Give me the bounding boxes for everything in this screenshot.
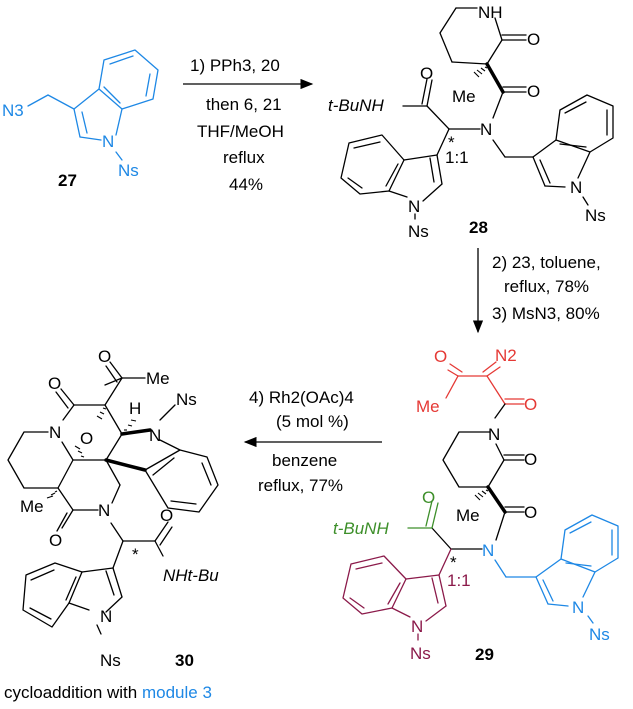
bridge-o-label: O [80,429,93,448]
indole-n-label: N [102,132,114,151]
ns-right: Ns [585,206,606,225]
step1-then: then 6, 21 [206,95,282,114]
step4-loading: (5 mol %) [276,412,349,431]
step4-catalyst: 4) Rh2(OAc)4 [249,388,354,407]
step2-yield: reflux, 78% [504,277,589,296]
arrow-step-4: 4) Rh2(OAc)4 (5 mol %) benzene reflux, 7… [243,388,382,495]
acetyl-me-label: Me [146,369,170,388]
indole-n-left: N [408,197,420,216]
step3-reagents: 3) MsN3, 80% [492,304,600,323]
h-label: H [129,399,141,418]
ratio-label-29: 1:1 [447,571,471,590]
stereo-star-29: * [450,553,457,572]
methyl-label-29: Me [456,506,480,525]
compound-label-27: 27 [58,171,77,190]
indole-n-left-29: N [411,617,423,636]
methyl-label: Me [452,87,476,106]
compound-28: NH O O O Me t-BuNH N * 1:1 N Ns N Ns 28 [328,3,614,241]
ns-left-29: Ns [410,644,431,663]
ns-indole-label-30: Ns [100,651,121,670]
nh-label: NH [478,3,503,22]
azide-label: N3 [2,101,24,120]
amide-o-label: O [527,82,540,101]
amide-o-label-29: O [524,503,537,522]
arrow-step-2-3: 2) 23, toluene, reflux, 78% 3) MsN3, 80% [472,248,601,334]
tbunh-label-29: t-BuNH [333,519,389,538]
amide-n-label-29: N [482,541,494,560]
compound-label-30: 30 [175,651,194,670]
lactam-o-label: O [527,30,540,49]
amide-o2-label: O [420,64,433,83]
step1-condition: reflux [223,148,265,167]
step2-reagents: 2) 23, toluene, [492,253,601,272]
methyl-label-30: Me [20,497,44,516]
ns-label: Ns [118,161,139,180]
ring-n-label-30: N [49,423,61,442]
amide-n-label: N [480,120,492,139]
green-o-label: O [422,488,435,507]
scheme-caption: cycloaddition with module 3 [4,683,212,703]
amide-o-label-30: O [160,506,173,525]
step1-yield: 44% [229,175,263,194]
arrow-step-1: 1) PPh3, 20 then 6, 21 THF/MeOH reflux 4… [183,56,314,194]
ns-top-label: Ns [176,390,197,409]
ring-o-label: O [524,450,537,469]
step1-solvent: THF/MeOH [197,122,284,141]
step4-yield: reflux, 77% [258,476,343,495]
indoline-n-label: N [149,426,161,445]
stereo-star-30: * [132,545,139,564]
compound-30: O Me O Ns H N N O Me O N O * NHt-Bu N Ns… [7,347,219,670]
compound-27: N3 N Ns 27 [2,49,159,190]
ns-right-29: Ns [589,625,610,644]
caption-prefix: cycloaddition with [4,683,142,702]
step1-reagents: 1) PPh3, 20 [190,56,280,75]
compound-29: O N2 Me O N O Me O O t-BuNH N * 1:1 N Ns… [333,346,619,664]
diazo-label: N2 [495,346,517,365]
ns-left: Ns [408,222,429,241]
nhtbu-label: NHt-Bu [163,566,219,585]
lower-n-label: N [98,501,110,520]
stereo-star: * [448,133,455,152]
ring-n-label: N [488,425,500,444]
compound-label-29: 29 [475,645,494,664]
indole-n-right-29: N [572,598,584,617]
caption-module-link: module 3 [141,683,212,702]
diazo-amide-o-label: O [524,395,537,414]
indole-n-label-30: N [100,607,112,626]
compound-label-28: 28 [469,218,488,237]
tbunh-label: t-BuNH [328,96,384,115]
indole-n-right: N [570,178,582,197]
ketone-me-label: Me [416,397,440,416]
step4-solvent: benzene [272,451,337,470]
ketone-o-label: O [434,347,447,366]
lactam-o-label-30: O [48,374,61,393]
ratio-label: 1:1 [445,148,469,167]
lower-o-label: O [49,531,62,550]
acetyl-o-label: O [98,347,111,366]
